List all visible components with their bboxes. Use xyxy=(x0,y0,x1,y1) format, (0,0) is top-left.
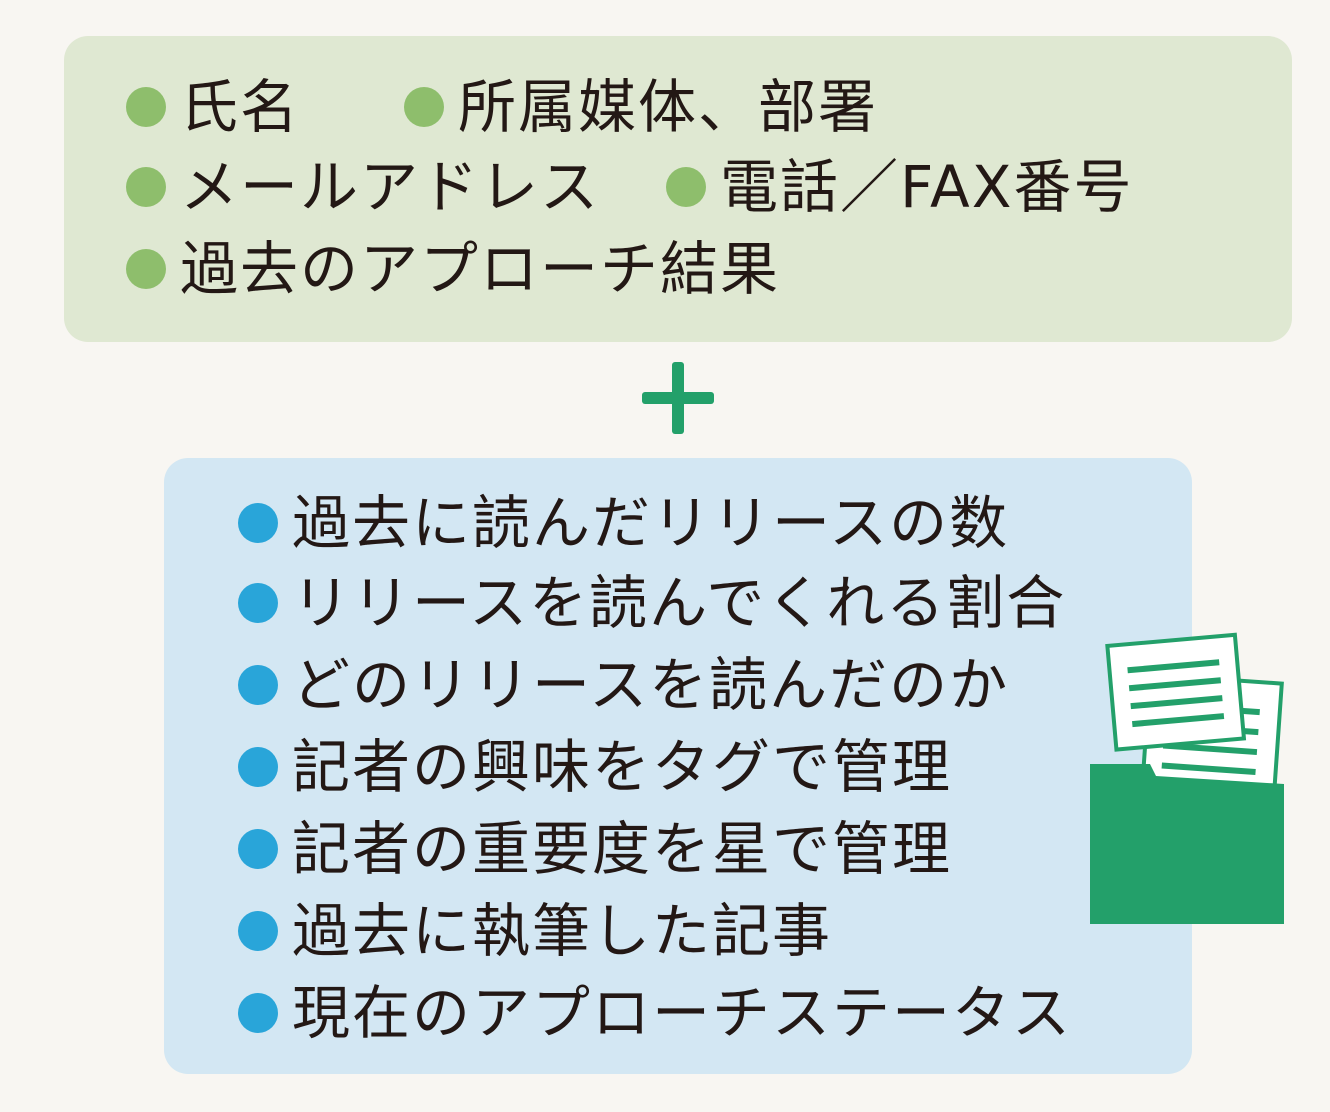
bullet-icon xyxy=(126,167,166,207)
bullet-icon xyxy=(238,583,278,623)
bullet-icon xyxy=(238,829,278,869)
bullet-icon xyxy=(238,503,278,543)
contact-item-label: 氏名 xyxy=(180,73,301,141)
contact-item-name: 氏名 xyxy=(126,78,300,136)
tracking-info-panel xyxy=(164,458,1192,1074)
document-front xyxy=(1105,632,1247,752)
bullet-icon xyxy=(238,665,278,705)
tracking-item-label: 過去に読んだリリースの数 xyxy=(292,489,1010,557)
bullet-icon xyxy=(238,911,278,951)
tracking-item: どのリリースを読んだのか xyxy=(238,656,1009,714)
folder-body xyxy=(1090,764,1284,924)
bullet-icon xyxy=(666,167,706,207)
tracking-item: 現在のアプローチステータス xyxy=(238,984,1072,1042)
contact-item-affiliation: 所属媒体、部署 xyxy=(404,78,878,136)
tracking-item: 記者の興味をタグで管理 xyxy=(238,738,952,796)
tracking-item: 過去に執筆した記事 xyxy=(238,902,832,960)
bullet-icon xyxy=(126,249,166,289)
contact-item-label: 過去のアプローチ結果 xyxy=(180,235,781,303)
bullet-icon xyxy=(238,747,278,787)
contact-item-label: 所属媒体、部署 xyxy=(458,73,879,141)
tracking-item-label: 記者の興味をタグで管理 xyxy=(292,733,953,801)
contact-item-phone-fax: 電話／FAX番号 xyxy=(666,158,1133,216)
bullet-icon xyxy=(238,993,278,1033)
tracking-item-label: どのリリースを読んだのか xyxy=(292,651,1010,719)
contact-item-email: メールアドレス xyxy=(126,158,600,216)
tracking-item: リリースを読んでくれる割合 xyxy=(238,574,1066,632)
bullet-icon xyxy=(404,87,444,127)
tracking-item-label: 過去に執筆した記事 xyxy=(292,897,833,965)
contact-item-approach-history: 過去のアプローチ結果 xyxy=(126,240,780,298)
plus-bar-vertical xyxy=(672,362,684,434)
tracking-item: 過去に読んだリリースの数 xyxy=(238,494,1009,552)
plus-icon xyxy=(642,362,714,434)
tracking-item-label: 現在のアプローチステータス xyxy=(292,979,1073,1047)
contact-item-label: メールアドレス xyxy=(180,153,601,221)
bullet-icon xyxy=(126,87,166,127)
document-folder-icon xyxy=(1090,632,1284,924)
tracking-item: 記者の重要度を星で管理 xyxy=(238,820,952,878)
tracking-item-label: リリースを読んでくれる割合 xyxy=(292,569,1067,637)
contact-item-label: 電話／FAX番号 xyxy=(720,153,1134,221)
tracking-item-label: 記者の重要度を星で管理 xyxy=(292,815,953,883)
